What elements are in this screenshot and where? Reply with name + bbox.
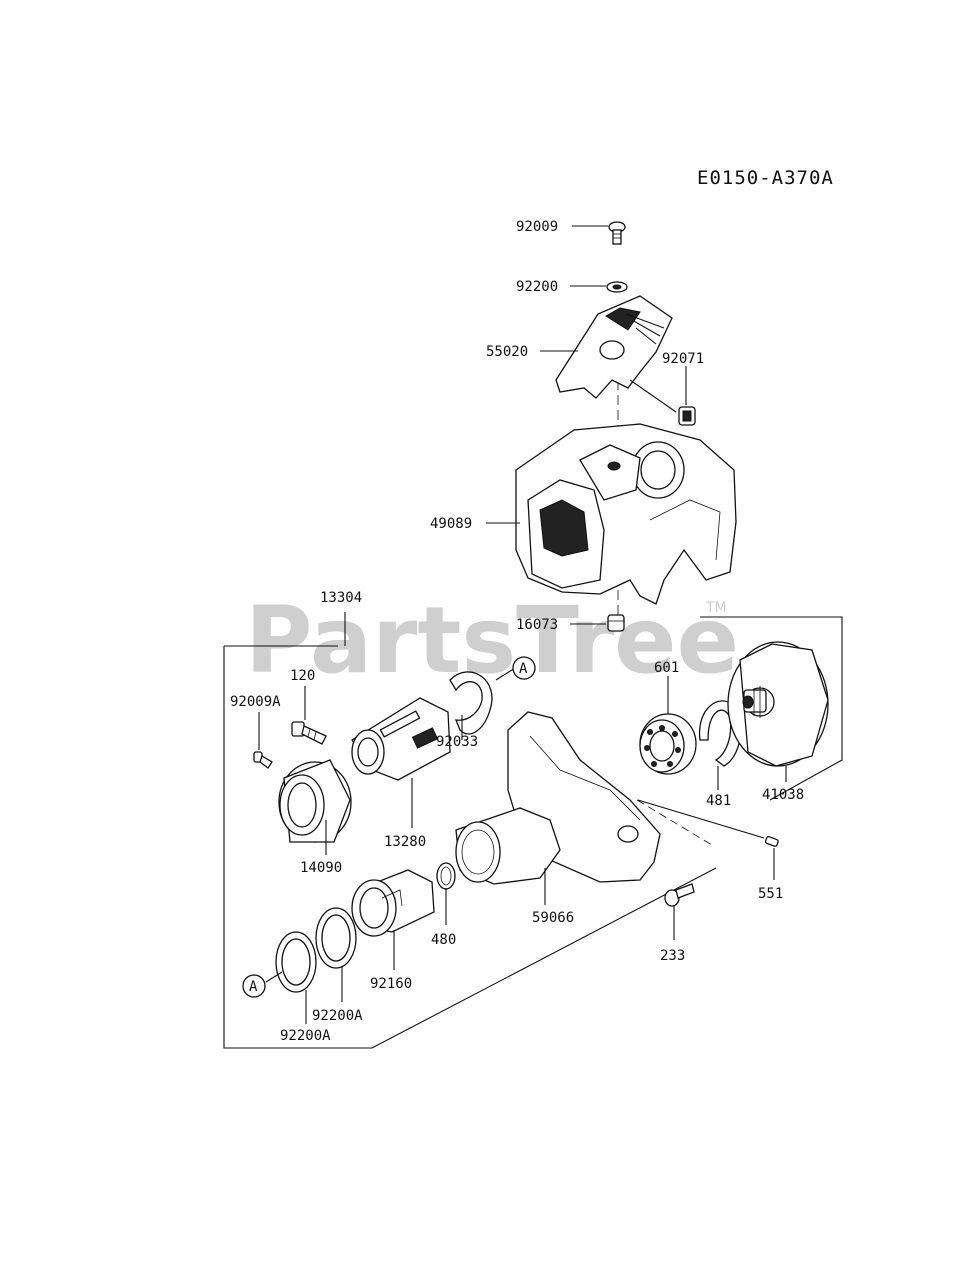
label-92160: 92160 bbox=[370, 976, 412, 992]
label-13280: 13280 bbox=[384, 834, 426, 850]
washer-92200A-lower-part bbox=[275, 931, 317, 993]
label-59066: 59066 bbox=[532, 910, 574, 926]
assembly-frame bbox=[223, 612, 843, 1049]
svg-text:A: A bbox=[519, 661, 528, 677]
label-92071: 92071 bbox=[662, 351, 704, 367]
sleeve-92160-part bbox=[351, 869, 435, 937]
label-92009: 92009 bbox=[516, 219, 558, 235]
label-41038: 41038 bbox=[762, 787, 804, 803]
lower-housing-59066-part bbox=[455, 711, 661, 885]
label-551: 551 bbox=[758, 886, 783, 902]
diagram-code: E0150-A370A bbox=[697, 167, 834, 189]
label-14090: 14090 bbox=[300, 860, 342, 876]
top-cover-55020-part bbox=[555, 295, 673, 399]
shroud-49089-part bbox=[515, 423, 737, 605]
screw-92009A-part bbox=[253, 751, 273, 769]
callout-marker-a-top: A bbox=[512, 656, 536, 680]
watermark-logo: PartsTree bbox=[245, 587, 739, 694]
label-601: 601 bbox=[654, 660, 679, 676]
label-233: 233 bbox=[660, 948, 685, 964]
housing-13280-part bbox=[351, 697, 451, 781]
axis-line-lower bbox=[636, 799, 713, 846]
label-13304: 13304 bbox=[320, 590, 362, 606]
label-16073: 16073 bbox=[516, 617, 558, 633]
svg-text:A: A bbox=[249, 979, 258, 995]
nut-16073-part bbox=[607, 614, 625, 632]
label-92200A-upper: 92200A bbox=[312, 1008, 363, 1024]
label-92200A-lower: 92200A bbox=[280, 1028, 331, 1044]
callout-marker-a-bottom: A bbox=[242, 971, 283, 998]
label-120: 120 bbox=[290, 668, 315, 684]
label-55020: 55020 bbox=[486, 344, 528, 360]
label-92009A: 92009A bbox=[230, 694, 281, 710]
pin-551-part bbox=[764, 836, 779, 847]
clutch-drum-41038-part bbox=[727, 641, 829, 767]
label-480: 480 bbox=[431, 932, 456, 948]
label-481: 481 bbox=[706, 793, 731, 809]
clip-92071-part bbox=[678, 406, 696, 426]
circlip-480-part bbox=[436, 862, 456, 890]
label-92033: 92033 bbox=[436, 734, 478, 750]
circlip-92033-part bbox=[449, 671, 493, 735]
bearing-601-part bbox=[639, 713, 697, 775]
bolt-233-part bbox=[664, 883, 695, 907]
ring-14090-part bbox=[278, 759, 352, 843]
washer-92200A-upper-part bbox=[315, 907, 357, 969]
watermark-trademark: TM bbox=[705, 600, 727, 616]
washer-92200-part bbox=[606, 281, 628, 293]
screw-92009-part bbox=[608, 221, 626, 245]
screw-120-part bbox=[291, 721, 327, 745]
label-49089: 49089 bbox=[430, 516, 472, 532]
label-92200: 92200 bbox=[516, 279, 558, 295]
